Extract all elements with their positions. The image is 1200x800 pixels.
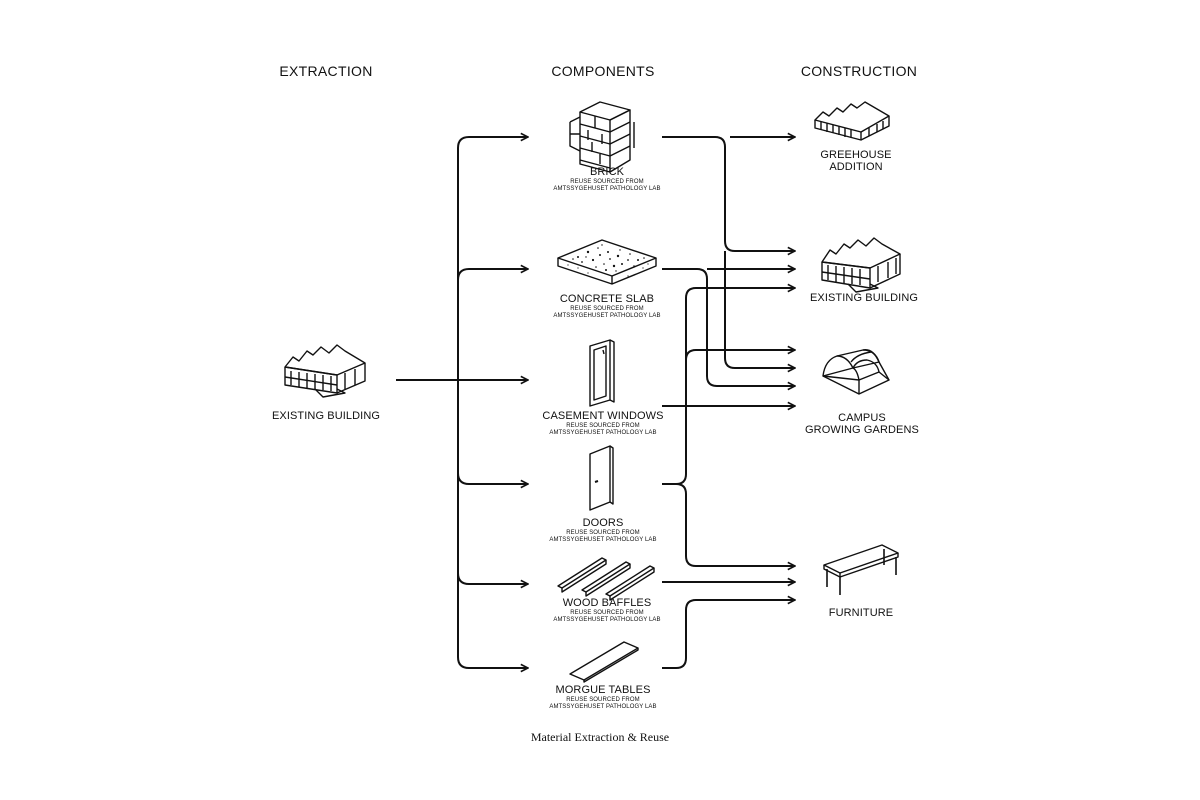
- component-source-line: REUSE SOURCED FROM: [566, 529, 640, 536]
- construction-existing-building: EXISTING BUILDING: [754, 292, 974, 305]
- flow-brick-existing: [662, 136, 795, 251]
- construction-line1: GREEHOUSE: [820, 149, 892, 161]
- component-source-lab: AMTSSYGEHUSET PATHOLOGY LAB: [549, 704, 657, 711]
- component-name: DOORS: [582, 517, 624, 529]
- flow-line-to-morgue: [457, 380, 528, 668]
- brick-icon: [569, 101, 635, 173]
- component-morgue-tables: MORGUE TABLES REUSE SOURCED FROM AMTSSYG…: [493, 684, 713, 712]
- construction-line1: EXISTING BUILDING: [809, 292, 919, 304]
- component-brick: BRICK REUSE SOURCED FROM AMTSSYGEHUSET P…: [497, 166, 717, 194]
- construction-line2: ADDITION: [829, 160, 883, 173]
- source-name: EXISTING BUILDING: [271, 410, 381, 422]
- flow-line-to-brick: [457, 137, 528, 380]
- source-label: EXISTING BUILDING: [216, 410, 436, 423]
- construction-line1: CAMPUS: [838, 412, 886, 424]
- component-source-lab: AMTSSYGEHUSET PATHOLOGY LAB: [549, 430, 657, 437]
- flow-doors-furniture: [675, 483, 795, 566]
- flow-doors-gardens: [662, 350, 795, 485]
- concrete-slab-icon: [557, 239, 657, 285]
- component-source-line: REUSE SOURCED FROM: [570, 609, 644, 616]
- construction-growing-gardens: CAMPUS GROWING GARDENS: [752, 412, 972, 436]
- component-source-lab: AMTSSYGEHUSET PATHOLOGY LAB: [553, 186, 661, 193]
- component-doors: DOORS REUSE SOURCED FROM AMTSSYGEHUSET P…: [493, 517, 713, 545]
- existing-building-icon-2: [821, 237, 901, 293]
- component-concrete-slab: CONCRETE SLAB REUSE SOURCED FROM AMTSSYG…: [497, 293, 717, 321]
- component-wood-baffles: WOOD BAFFLES REUSE SOURCED FROM AMTSSYGE…: [497, 597, 717, 625]
- component-source-line: REUSE SOURCED FROM: [566, 696, 640, 703]
- furniture-icon: [823, 544, 899, 595]
- flow-line-to-concrete: [457, 269, 528, 380]
- figure-caption: Material Extraction & Reuse: [530, 730, 670, 744]
- flow-brick-gardens: [724, 251, 795, 368]
- component-source-line: REUSE SOURCED FROM: [570, 305, 644, 312]
- door-icon: [589, 445, 614, 511]
- wood-baffles-icon: [557, 557, 655, 601]
- casement-window-icon: [589, 339, 615, 407]
- construction-furniture: FURNITURE: [751, 607, 971, 620]
- construction-line1: FURNITURE: [828, 607, 894, 619]
- header-extraction: EXTRACTION: [279, 63, 373, 79]
- component-source-lab: AMTSSYGEHUSET PATHOLOGY LAB: [549, 537, 657, 544]
- component-name: WOOD BAFFLES: [562, 597, 652, 609]
- component-casement-windows: CASEMENT WINDOWS REUSE SOURCED FROM AMTS…: [493, 410, 713, 438]
- morgue-table-icon: [569, 641, 639, 683]
- flow-windows-existing: [685, 288, 795, 406]
- growing-gardens-icon: [822, 349, 890, 395]
- component-name: CONCRETE SLAB: [559, 293, 655, 305]
- header-construction: CONSTRUCTION: [800, 63, 918, 79]
- component-name: MORGUE TABLES: [555, 684, 651, 696]
- component-source-lab: AMTSSYGEHUSET PATHOLOGY LAB: [553, 313, 661, 320]
- flow-morgue-furniture: [662, 600, 795, 669]
- component-source-line: REUSE SOURCED FROM: [566, 422, 640, 429]
- construction-greenhouse: GREEHOUSE ADDITION: [746, 149, 966, 173]
- existing-building-icon: [284, 344, 366, 398]
- flow-concrete-gardens: [662, 268, 795, 386]
- component-name: CASEMENT WINDOWS: [542, 410, 664, 422]
- component-source-line: REUSE SOURCED FROM: [570, 178, 644, 185]
- construction-line2: GROWING GARDENS: [805, 423, 919, 436]
- header-components: COMPONENTS: [551, 63, 655, 79]
- component-source-lab: AMTSSYGEHUSET PATHOLOGY LAB: [553, 617, 661, 624]
- component-name: BRICK: [589, 166, 625, 178]
- greenhouse-icon: [814, 101, 890, 141]
